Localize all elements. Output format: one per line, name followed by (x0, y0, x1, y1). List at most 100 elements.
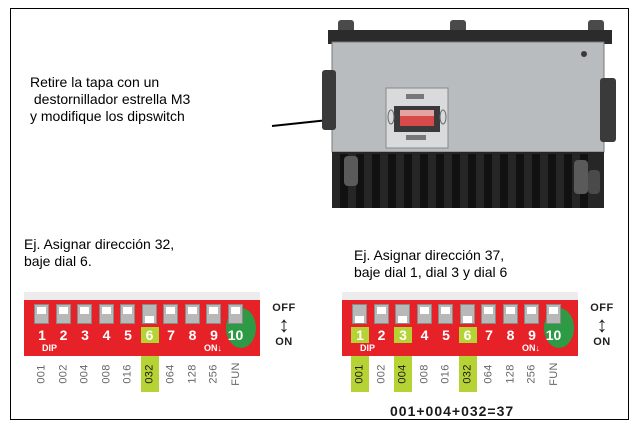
dip-switch-knob (80, 307, 89, 314)
dip-value-text: 004 (397, 364, 410, 384)
dip-switch-8 (502, 304, 518, 324)
dip-switch-7 (163, 304, 178, 324)
dip-number-1: 1 (38, 327, 46, 343)
dip-value-8: 128 (184, 356, 202, 392)
dip-switch-knob (376, 307, 386, 314)
dip-number-10: 10 (545, 327, 562, 343)
dip-switch-5 (120, 304, 135, 324)
dip-value-3: 004 (394, 356, 412, 392)
dip-number-2: 2 (377, 327, 386, 343)
dip-switch-knob (144, 316, 154, 323)
address-sum: 001+004+032=37 (390, 403, 515, 419)
dip-number-8: 8 (188, 327, 197, 343)
on-text: ON (275, 336, 293, 348)
dip-value-6: 032 (140, 356, 159, 392)
dip-value-text: 002 (375, 364, 388, 384)
dip-number-7: 7 (167, 327, 175, 343)
dip-label: DIP (42, 343, 58, 353)
dip-switch-1 (352, 304, 367, 324)
dip-switch-7 (481, 304, 496, 324)
dip-value-8: 128 (502, 356, 520, 392)
dip-value-text: 032 (143, 364, 156, 384)
dip-switch-knob (527, 307, 536, 314)
dip-value-9: 256 (523, 356, 541, 392)
dip-number-3: 3 (394, 327, 412, 343)
dip-value-4: 008 (416, 356, 434, 392)
dip-switch-1 (34, 304, 49, 324)
dip-switch-2 (373, 304, 389, 324)
dip-number-8: 8 (506, 327, 515, 343)
example1-caption: Ej. Asignar dirección 32,baje dial 6. (24, 236, 174, 270)
dip-value-4: 008 (98, 356, 116, 392)
dip-switch-knob (441, 307, 450, 314)
panel-top-strip (342, 292, 578, 300)
dip-value-text: 016 (440, 364, 453, 384)
dip-value-5: 016 (437, 356, 455, 392)
up-down-arrow-icon: ↕ (278, 312, 290, 337)
dip-switch-knob (419, 307, 429, 314)
dip-switch-10 (227, 304, 243, 324)
dip-number-9: 9 (528, 327, 536, 343)
dip-number-9: 9 (210, 327, 218, 343)
dip-value-text: 032 (461, 364, 474, 384)
example1-caption-line-1: Ej. Asignar dirección 32, (24, 236, 175, 252)
off-text: OFF (272, 302, 296, 314)
dip-switch-8 (184, 304, 200, 324)
off-text: OFF (590, 302, 614, 314)
example2-caption-line-1: Ej. Asignar dirección 37, (354, 247, 505, 263)
instruction-line-1: Retire la tapa con un (30, 74, 160, 90)
dip-number-4: 4 (420, 327, 429, 343)
dip-value-text: 002 (57, 364, 70, 384)
dip-value-10: FUN (545, 356, 563, 392)
dip-value-5: 016 (119, 356, 137, 392)
dip-switch-5 (438, 304, 453, 324)
dip-number-10: 10 (227, 327, 244, 343)
dip-switch-2 (55, 304, 71, 324)
dip-value-7: 064 (480, 356, 498, 392)
dip-value-text: 128 (504, 364, 517, 384)
dip-value-10: FUN (227, 356, 245, 392)
dip-switch-6 (459, 304, 475, 324)
dip-number-6: 6 (140, 327, 159, 343)
dip-switch-knob (101, 307, 111, 314)
dip-switch-knob (209, 307, 218, 314)
dip-value-text: 256 (208, 364, 221, 384)
dip-switch-knob (166, 307, 175, 314)
dip-value-1: 001 (351, 356, 369, 392)
dip-switch-4 (416, 304, 432, 324)
dip-value-text: 008 (418, 364, 431, 384)
dip-number-1: 1 (351, 327, 369, 343)
on-label: ON↓ (204, 343, 222, 353)
dip-switch-9 (206, 304, 221, 324)
dip-number-5: 5 (124, 327, 132, 343)
dip-value-text: 001 (354, 364, 367, 384)
up-down-arrow-icon: ↕ (596, 312, 608, 337)
dip-value-text: 004 (79, 364, 92, 384)
dip-value-6: 032 (458, 356, 477, 392)
dip-switch-knob (505, 307, 515, 314)
dip-value-1: 001 (33, 356, 51, 392)
on-text: ON (593, 336, 611, 348)
dip-switch-3 (395, 304, 410, 324)
panel-top-strip (24, 292, 260, 300)
dip-switch-knob (398, 316, 407, 323)
off-on-indicator: OFF ↕ ON (584, 302, 620, 348)
dip-number-5: 5 (442, 327, 450, 343)
dip-switch-9 (524, 304, 539, 324)
on-label: ON↓ (522, 343, 540, 353)
dip-value-text: 064 (483, 364, 496, 384)
dip-switch-knob (484, 307, 493, 314)
instruction-text: Retire la tapa con un destornillador est… (30, 74, 260, 125)
dip-value-text: 008 (100, 364, 113, 384)
dip-label: DIP (360, 343, 376, 353)
dip-switch-knob (123, 307, 132, 314)
dip-switch-knob (230, 307, 240, 314)
dip-value-text: 128 (186, 364, 199, 384)
dip-value-text: FUN (547, 362, 560, 386)
dip-number-3: 3 (81, 327, 89, 343)
dip-value-text: FUN (229, 362, 242, 386)
